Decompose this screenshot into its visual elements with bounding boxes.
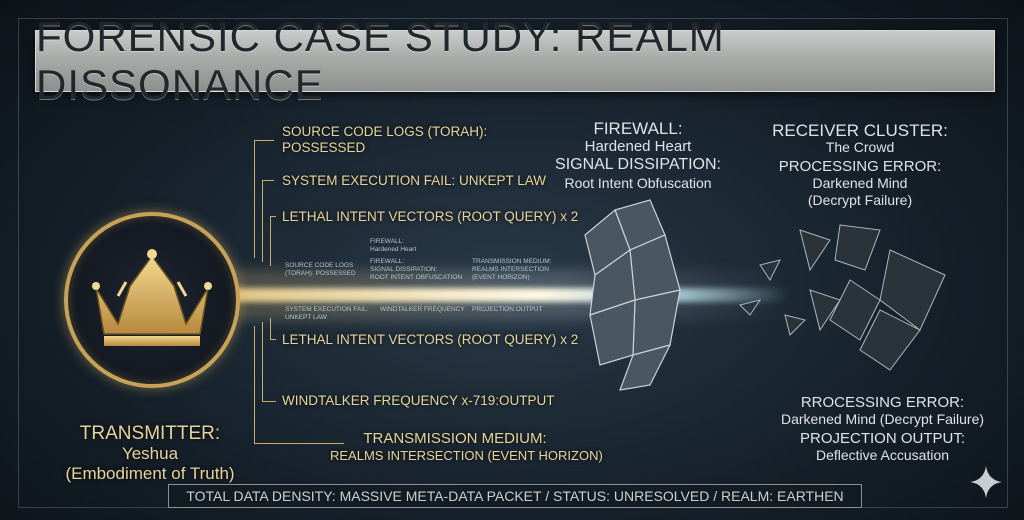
projection-output-value: Deflective Accusation xyxy=(815,447,950,463)
system-fail-label: SYSTEM EXECUTION FAIL: UNKEPT LAW xyxy=(282,173,547,188)
projection-output-heading: PROJECTION OUTPUT: xyxy=(799,430,965,447)
firewall-heading: FIREWALL: xyxy=(593,119,683,138)
connector-line xyxy=(254,140,274,258)
beam-note: SYSTEM EXECUTION FAIL:UNKEPT LAW xyxy=(285,306,368,322)
connector-line xyxy=(254,326,344,444)
sparkle-icon xyxy=(970,466,1002,498)
receiver-block: RECEIVER CLUSTER: The Crowd PROCESSING E… xyxy=(760,122,960,209)
beam-note: PROJECTION OUTPUT xyxy=(472,306,542,314)
firewall-block: FIREWALL: Hardened Heart SIGNAL DISSIPAT… xyxy=(530,120,746,192)
windtalker-label: WINDTALKER FREQUENCY x-719:OUTPUT xyxy=(282,393,555,408)
crown-icon xyxy=(92,249,212,346)
beam-note-line: REALMS INTERSECTION xyxy=(472,266,549,273)
beam-note-line: SYSTEM EXECUTION FAIL: xyxy=(285,306,369,313)
beam-note-line: (EVENT HORIZON) xyxy=(472,274,530,281)
receiver-value: The Crowd xyxy=(825,139,895,155)
transmission-medium-block: TRANSMISSION MEDIUM: REALMS INTERSECTION… xyxy=(330,430,603,464)
source-code-line2: POSSESSED xyxy=(282,140,366,155)
medium-value: REALMS INTERSECTION (EVENT HORIZON) xyxy=(330,448,603,463)
beam-note: TRANSMISSION MEDIUM:REALMS INTERSECTION(… xyxy=(472,258,551,282)
transmitter-block: TRANSMITTER: Yeshua (Embodiment of Truth… xyxy=(40,424,260,484)
beam-note-line: UNKEPT LAW xyxy=(285,314,327,321)
beam-note-line: SOURCE CODE LOGS xyxy=(285,262,354,269)
connector-line xyxy=(262,180,274,262)
transmitter-emblem xyxy=(64,212,240,388)
beam-note-line: FIREWALL: xyxy=(370,238,405,245)
shattered-fragments-icon xyxy=(739,224,946,371)
beam-note: FIREWALL:SIGNAL DISSIPATION:ROOT INTENT … xyxy=(370,258,462,282)
beam-note: WINDTALKER FREQUENCY xyxy=(380,306,465,314)
dissipation-heading: SIGNAL DISSIPATION: xyxy=(555,156,721,173)
connector-line xyxy=(262,322,276,402)
connector-line xyxy=(270,318,276,340)
beam-note-line: WINDTALKER FREQUENCY xyxy=(380,306,465,313)
firewall-crystal-icon xyxy=(584,199,681,391)
beam-note-line: FIREWALL: xyxy=(370,258,405,265)
transmitter-name: Yeshua xyxy=(121,444,179,463)
beam-note: FIREWALL:Hardened Heart xyxy=(370,238,416,254)
receiver-heading: RECEIVER CLUSTER: xyxy=(772,121,948,140)
status-bar: TOTAL DATA DENSITY: MASSIVE META-DATA PA… xyxy=(168,484,862,508)
dissipation-value: Root Intent Obfuscation xyxy=(564,175,712,191)
transmitter-heading: TRANSMITTER: xyxy=(79,423,221,444)
processing-error-value: Darkened Mind xyxy=(812,175,908,191)
processing-error-heading: PROCESSING ERROR: xyxy=(778,158,942,175)
processing-error-detail: (Decrypt Failure) xyxy=(807,192,913,208)
source-code-label: SOURCE CODE LOGS (TORAH): POSSESSED xyxy=(282,124,487,156)
firewall-value: Hardened Heart xyxy=(584,138,692,155)
lethal-vectors-bottom-label: LETHAL INTENT VECTORS (ROOT QUERY) x 2 xyxy=(282,332,579,347)
rrocessing-error-value: Darkened Mind (Decrypt Failure) xyxy=(780,411,985,427)
connector-line xyxy=(270,216,276,266)
page-title: FORENSIC CASE STUDY: REALM DISSONANCE xyxy=(35,13,995,108)
beam-note-line: ROOT INTENT OBFUSCATION xyxy=(370,274,463,281)
beam-note-line: SIGNAL DISSIPATION: xyxy=(370,266,438,273)
beam-note-line: Hardened Heart xyxy=(370,246,417,253)
beam-note-line: TRANSMISSION MEDIUM: xyxy=(472,258,552,265)
beam-note-line: PROJECTION OUTPUT xyxy=(472,306,543,313)
medium-heading: TRANSMISSION MEDIUM: xyxy=(363,430,547,447)
source-code-line1: SOURCE CODE LOGS (TORAH): xyxy=(282,124,488,139)
lethal-vectors-top-label: LETHAL INTENT VECTORS (ROOT QUERY) x 2 xyxy=(282,209,579,224)
rrocessing-error-heading: RROCESSING ERROR: xyxy=(800,394,965,411)
beam-note: SOURCE CODE LOGS(TORAH): POSSESSED xyxy=(285,262,356,278)
transmitter-desc: (Embodiment of Truth) xyxy=(65,464,235,483)
beam-note-line: (TORAH): POSSESSED xyxy=(285,270,356,277)
projection-block: RROCESSING ERROR: Darkened Mind (Decrypt… xyxy=(770,394,995,464)
